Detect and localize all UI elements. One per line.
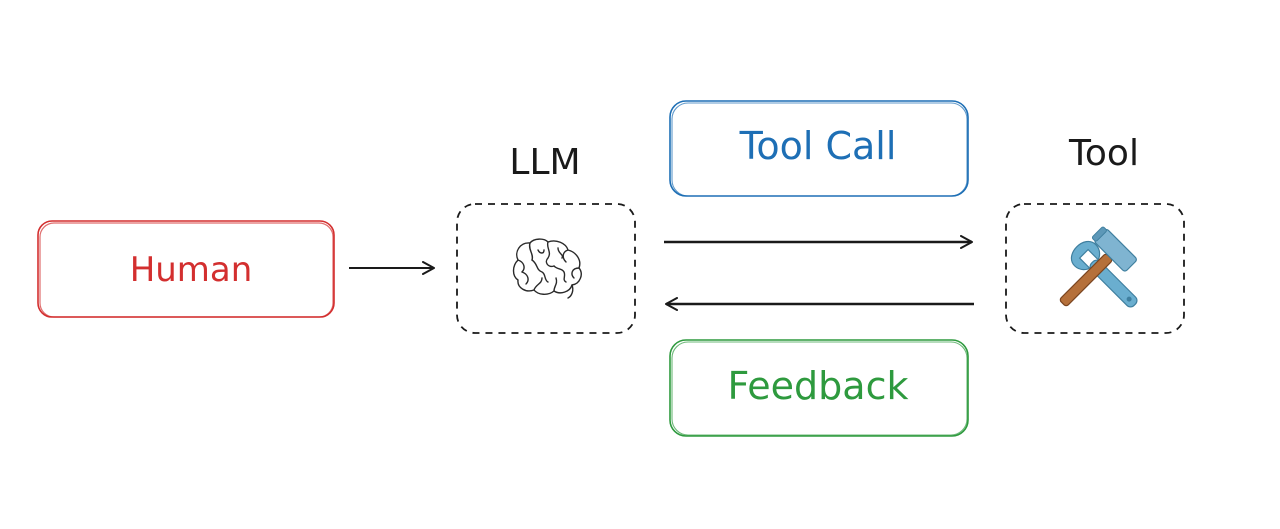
human-node: Human	[37, 220, 335, 318]
tool-node	[1005, 203, 1185, 334]
tool-call-box: Tool Call	[669, 100, 969, 197]
feedback-label: Feedback	[728, 364, 909, 408]
feedback-box: Feedback	[669, 339, 969, 437]
tool-title: Tool	[1068, 133, 1139, 174]
human-label: Human	[130, 250, 253, 290]
brain-icon	[512, 238, 582, 299]
hammer-and-wrench-icon	[1059, 226, 1138, 308]
llm-title: LLM	[509, 142, 580, 183]
tool-call-label: Tool Call	[739, 124, 897, 168]
llm-node	[456, 203, 636, 334]
